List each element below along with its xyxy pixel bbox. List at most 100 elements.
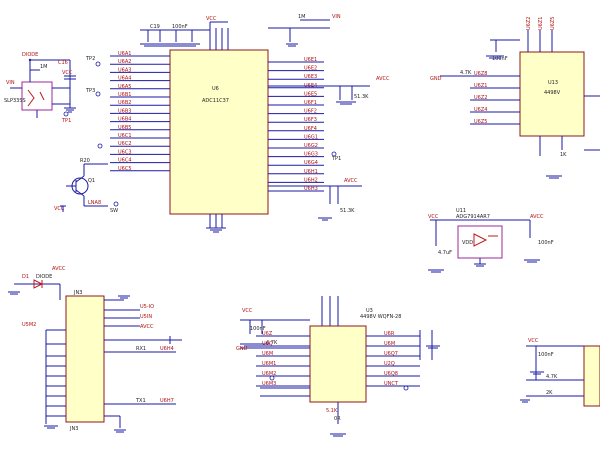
- sw-label: SW: [110, 208, 118, 214]
- u6-left-net-14: U6C5: [118, 166, 132, 172]
- u3-left-net-4: U6M2: [262, 371, 276, 377]
- u6-left-net-0: U6A1: [118, 51, 131, 57]
- jn3-net-rx1: RX1: [136, 346, 146, 352]
- r20-ref: R20: [80, 158, 90, 164]
- u13-left-net-3: U6Z4: [474, 107, 487, 113]
- u6-left-net-1: U6A2: [118, 59, 131, 65]
- u11-vdd-label: VDD: [462, 240, 473, 246]
- u3-right-net-3: U2Q: [384, 361, 395, 367]
- u3-r0-label: 0R: [334, 416, 341, 422]
- u3-vcc-label: VCC: [242, 308, 253, 314]
- u6-right-net-10: U6G2: [304, 143, 318, 149]
- u6-left-net-2: U6A3: [118, 67, 131, 73]
- u13-ref: U13: [548, 80, 558, 86]
- u13-left-net-4: U6Z5: [474, 119, 487, 125]
- br-vcc-label: VCC: [528, 338, 539, 344]
- u6-right-net-6: U6F2: [304, 109, 317, 115]
- u3-body: [309, 325, 367, 403]
- br-r2-label: 2K: [546, 390, 553, 396]
- u6-left-net-8: U6B4: [118, 117, 131, 123]
- u3-left-net-0: U6Z: [262, 331, 273, 337]
- u6-right-net-1: U6E2: [304, 66, 317, 72]
- u3-ref: U3: [366, 308, 373, 314]
- jn3-avcc-label: AVCC: [52, 266, 66, 272]
- jn3-net-u5in: U5IN: [140, 314, 152, 320]
- r-top-right: 1M: [298, 14, 306, 20]
- br-chip-edge: [583, 345, 600, 407]
- bottom-right-block: VCC 100nF 4.7K 2K: [520, 338, 600, 407]
- u3-left-net-1: U6Q: [262, 341, 273, 347]
- chip-u11: U11 ADG7914AR7 VDD VCC AVCC 4.7uF 100nF: [428, 208, 554, 273]
- d-label-top: DIODE: [22, 52, 38, 58]
- u6-vcc-label: VCC: [206, 16, 217, 22]
- u13-body: [519, 51, 585, 137]
- u6-body: [169, 49, 269, 215]
- u3-r-label: 4.7K: [266, 340, 278, 346]
- chip-u13: U13 4498V 100nF GND 4.7K 1K: [430, 30, 600, 179]
- u6-right-net-0: U6E1: [304, 57, 317, 63]
- jn3-avcc-right: AVCC: [140, 324, 154, 330]
- test-pads-left: TP2 TP3 SW: [85, 56, 119, 214]
- u6-right-net-14: U6H2: [304, 177, 318, 183]
- br-r-label: 4.7K: [546, 374, 558, 380]
- u13-r-bottom: 1K: [560, 152, 567, 158]
- q1-value: LNA8: [88, 200, 101, 206]
- tp-right-label: TP1: [331, 156, 341, 162]
- u13-top-pins: U6Z2 U6Z1 U6Z5: [526, 17, 556, 30]
- u13-cap-label: 100nF: [492, 56, 508, 62]
- u11-vcc-label: VCC: [428, 214, 439, 220]
- c-decoupling-1: C19: [150, 24, 160, 30]
- jn3-ref-top: JN3: [73, 290, 82, 296]
- u3-right-net-4: U6Q8: [384, 371, 398, 377]
- c-decoupling-2: 100nF: [172, 24, 188, 30]
- u6-left-net-6: U6B2: [118, 100, 131, 106]
- u13-left-net-1: U6Z1: [474, 83, 487, 89]
- u6-right-net-5: U6F1: [304, 100, 317, 106]
- u3-left-net-2: U6M: [262, 351, 273, 357]
- u6-left-net-13: U6C4: [118, 158, 132, 164]
- jn3-net-u5io: U5-IO: [140, 304, 154, 310]
- u3-right-net-1: U6M: [384, 341, 395, 347]
- avcc-label-1: AVCC: [376, 76, 390, 82]
- u13-top-net-1: U6Z1: [538, 17, 544, 30]
- r22-value: 51.3K: [354, 94, 369, 100]
- tp3-label: TP3: [85, 88, 95, 94]
- u3-left-net-5: U6M3: [262, 381, 276, 387]
- u6-left-net-4: U6A5: [118, 84, 131, 90]
- u3-right-net-0: U6R: [384, 331, 395, 337]
- avcc-label-2: AVCC: [344, 178, 358, 184]
- u6-ref: U6: [212, 86, 219, 92]
- u6-right-net-8: U6F4: [304, 126, 317, 132]
- vcc-label-q1: VCC: [54, 206, 65, 212]
- u13-top-net-0: U6Z2: [526, 17, 532, 30]
- tp1-label: TP1: [61, 118, 71, 124]
- u11-ref: U11: [456, 208, 466, 214]
- u6-right-net-4: U6E5: [304, 91, 317, 97]
- u6-left-net-10: U6C1: [118, 133, 132, 139]
- u13-top-net-2: U6Z5: [550, 17, 556, 30]
- jn3-ref-bot: JN3: [69, 426, 78, 432]
- c20-value: 4.7uF: [438, 250, 452, 256]
- u6-left-net-11: U6C2: [118, 141, 132, 147]
- jn3-body: [65, 295, 105, 423]
- u6-right-net-9: U6G1: [304, 134, 318, 140]
- u6-left-net-9: U6B5: [118, 125, 131, 131]
- ldo-regulator: [21, 81, 53, 111]
- connector-jn3-left: JN3 JN3 D1 DIODE AVCC AVCC U5M2 U5-IO U5…: [8, 266, 182, 433]
- u6-right-net-11: U6G3: [304, 152, 318, 158]
- u3-part: 4498V WQFN-28: [360, 314, 401, 320]
- u6-left-net-3: U6A4: [118, 76, 131, 82]
- br-cap-label: 100nF: [538, 352, 554, 358]
- u6-right-net-13: U6H1: [304, 169, 318, 175]
- u3-right-net-5: UNCT: [384, 381, 399, 387]
- u6-left-net-12: U6C3: [118, 149, 132, 155]
- u6-right-net-12: U6G4: [304, 160, 318, 166]
- jn3-net-tx1: TX1: [135, 398, 146, 404]
- u6-right-pins: U6E1U6E2U6E3U6E4U6E5U6F1U6F2U6F3U6F4U6G1…: [268, 57, 324, 192]
- r21-value: 51.3K: [340, 208, 355, 214]
- u6-right-net-2: U6E3: [304, 74, 317, 80]
- d1-ref: D1: [22, 274, 29, 280]
